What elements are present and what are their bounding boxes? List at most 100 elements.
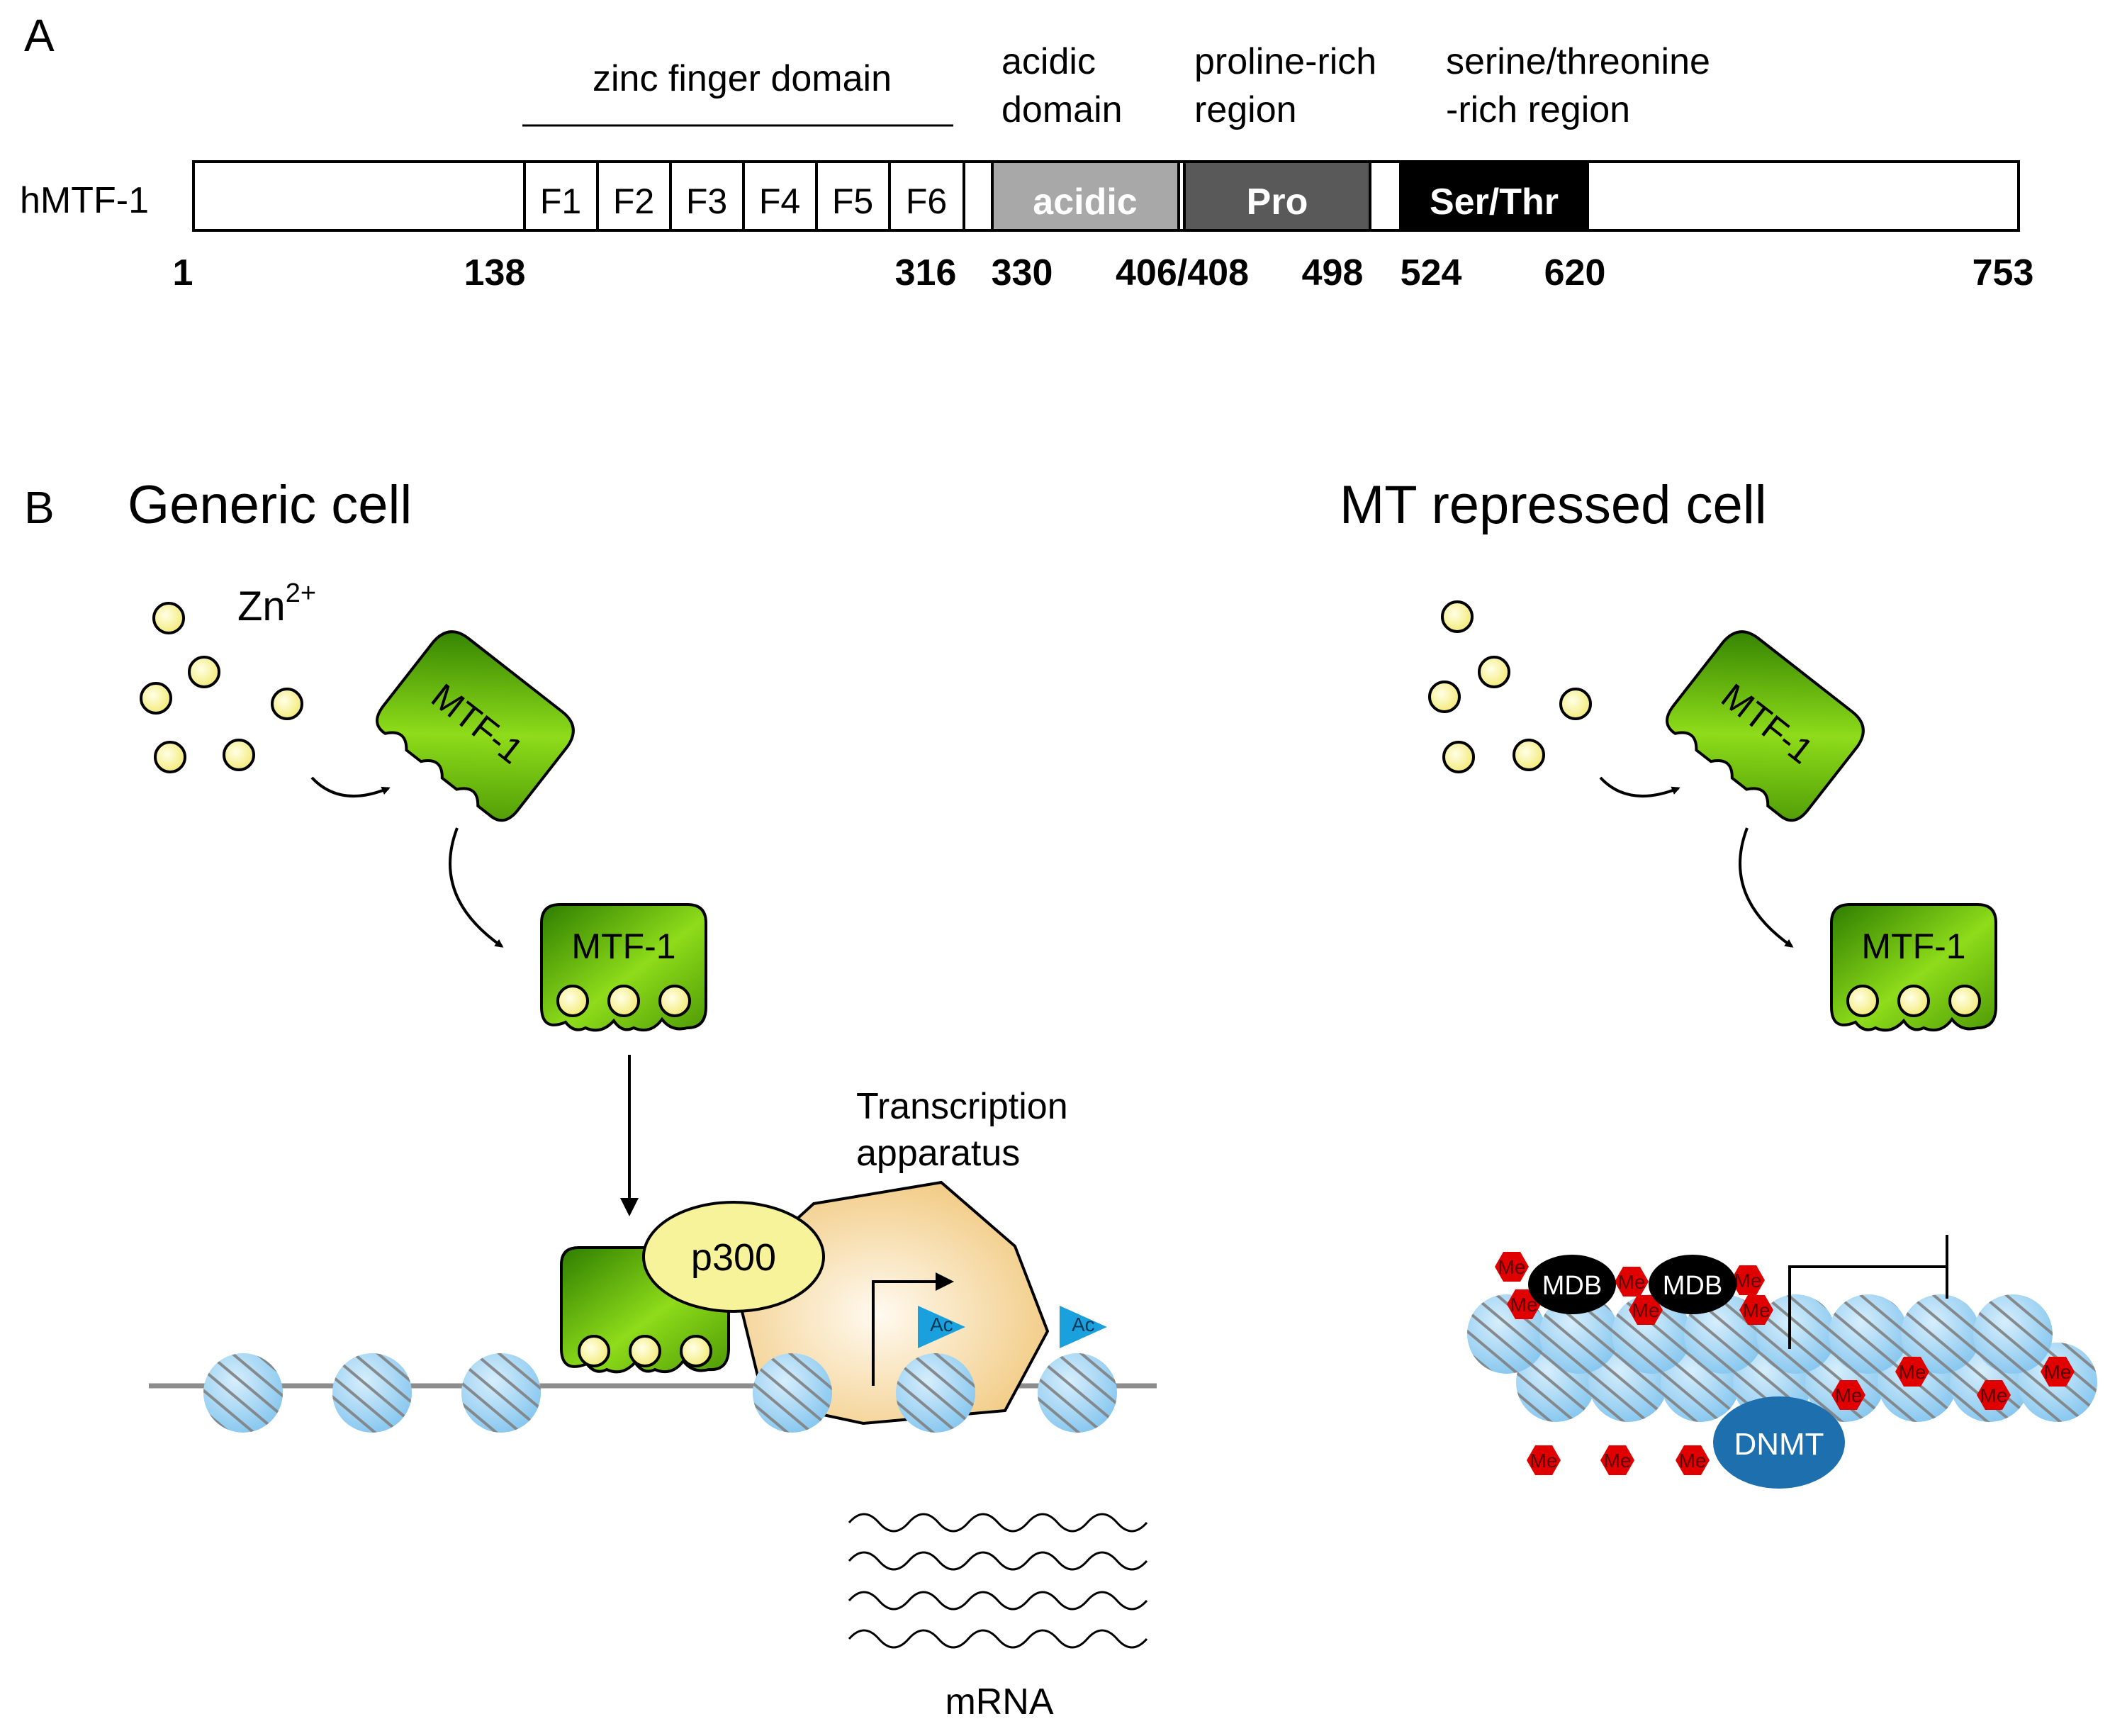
mrna-wave: [848, 1591, 1148, 1611]
proline-domain-box: [1183, 160, 1371, 232]
bound-zinc-ion: [607, 985, 640, 1017]
methyl-mark: Me: [2041, 1357, 2075, 1387]
mtf1-activated: MTF-1: [1830, 903, 1997, 1032]
mdb-label: MDB: [1542, 1271, 1602, 1301]
finger-box-f1: [523, 160, 599, 232]
blocked-transcription-start: [1788, 1235, 1948, 1349]
bound-zinc-ion: [578, 1335, 610, 1367]
zinc-ion: [1559, 688, 1592, 720]
panel-b-letter: B: [24, 482, 55, 533]
p300-label: p300: [691, 1236, 776, 1279]
panel-b: B Generic cell MT repressed cell Zn2+ MT…: [24, 475, 2097, 1723]
methyl-mark: Me: [1495, 1252, 1529, 1282]
position-1: 1: [173, 252, 193, 293]
serthr-domain-label: Ser/Thr: [1430, 181, 1559, 223]
panel-a: A zinc finger domain acidic domain proli…: [20, 10, 2033, 293]
bound-zinc-ion: [680, 1335, 712, 1367]
mrna-wave: [848, 1513, 1148, 1533]
svg-text:Me: Me: [1899, 1361, 1926, 1383]
repressed-cell: MTF-1 MTF-1: [1428, 600, 2097, 1489]
svg-text:Me: Me: [1679, 1450, 1707, 1472]
methyl-mark: Me: [1977, 1380, 2011, 1410]
acidic-domain-header: acidic domain: [1001, 41, 1123, 130]
mtf1-activated: MTF-1: [540, 903, 707, 1032]
transcription-start-arrow: [872, 1272, 954, 1386]
mrna-transcripts: [848, 1513, 1148, 1649]
mrna-label: mRNA: [945, 1681, 1053, 1723]
finger-label-f5: F5: [832, 181, 873, 221]
panel-a-letter: A: [24, 10, 55, 61]
finger-label-f3: F3: [686, 181, 727, 221]
finger-label-f4: F4: [759, 181, 800, 221]
position-406-408: 406/408: [1116, 252, 1249, 293]
zinc-ion: [1428, 681, 1461, 713]
mrna-wave: [848, 1551, 1148, 1571]
free-zinc-ions: [140, 602, 303, 773]
svg-text:Me: Me: [1980, 1384, 2008, 1406]
zinc-ion: [1513, 739, 1545, 771]
acetyl-label: Ac: [930, 1314, 953, 1335]
repressed-cell-title: MT repressed cell: [1340, 475, 1767, 535]
p300-coactivator: [642, 1201, 825, 1313]
zinc-finger-boxes: F1 F2 F3 F4 F5 F6: [523, 160, 965, 232]
free-zinc-ions: [1428, 600, 1592, 773]
nucleosome: [332, 1353, 412, 1433]
zinc-ion: [271, 688, 303, 720]
nucleosomes-active: [203, 1353, 1117, 1433]
zinc-ion: [154, 741, 186, 773]
nucleosome: [753, 1353, 832, 1433]
proline-rich-header: proline-rich region: [1194, 41, 1387, 130]
mdb-label: MDB: [1663, 1271, 1722, 1301]
bound-zinc-ion: [1897, 985, 1930, 1017]
activation-arrow: [1739, 827, 1794, 948]
zinc-ion: [223, 739, 255, 771]
proline-domain-label: Pro: [1247, 181, 1308, 223]
acidic-domain-box: [991, 160, 1180, 232]
svg-text:Me: Me: [1604, 1450, 1632, 1472]
serthr-domain-box: [1399, 160, 1589, 232]
methyl-mark: Me: [1676, 1445, 1710, 1475]
acetyl-mark: Ac: [1060, 1306, 1107, 1348]
position-330: 330: [992, 252, 1053, 293]
mtf1-activated-label: MTF-1: [1861, 926, 1965, 966]
zinc-binding-arrow: [1599, 776, 1680, 798]
position-138: 138: [464, 252, 526, 293]
zinc-ion: [188, 656, 220, 688]
nucleosome: [461, 1353, 541, 1433]
dnmt-enzyme: [1713, 1396, 1845, 1489]
methyl-mark: Me: [1895, 1357, 1929, 1387]
mdb-protein: [1649, 1255, 1736, 1314]
methyl-mark: Me: [1739, 1295, 1773, 1325]
methyl-mark: Me: [1527, 1445, 1561, 1475]
svg-text:Me: Me: [1618, 1271, 1646, 1293]
serine-threonine-header: serine/threonine -rich region: [1446, 41, 1720, 130]
methyl-mark: Me: [1615, 1267, 1649, 1297]
svg-text:Me: Me: [1530, 1450, 1558, 1472]
bound-zinc-ion: [629, 1335, 661, 1367]
nucleosome: [896, 1353, 975, 1433]
position-524: 524: [1401, 252, 1462, 293]
mtf1-unbound: MTF-1: [1666, 630, 1865, 822]
zinc-ion: [1442, 741, 1475, 773]
bound-zinc-ion: [1846, 985, 1879, 1017]
svg-text:Me: Me: [1632, 1299, 1660, 1321]
methyl-mark: Me: [1731, 1265, 1765, 1295]
mrna-wave: [848, 1629, 1148, 1649]
dnmt-label: DNMT: [1734, 1427, 1824, 1462]
methyl-mark: Me: [1831, 1380, 1865, 1410]
svg-text:Me: Me: [1498, 1256, 1526, 1278]
nucleosome: [1756, 1294, 1836, 1374]
zinc-binding-arrow: [310, 776, 391, 798]
position-labels: 1 138 316 330 406/408 498 524 620 753: [173, 252, 2034, 293]
nucleosome: [1829, 1294, 1908, 1374]
zinc-ion: [1478, 656, 1510, 688]
mtf1-activated-label: MTF-1: [571, 926, 675, 966]
zinc-ion: [1441, 600, 1474, 633]
methyl-marks: Me Me Me Me Me Me Me Me Me Me Me Me Me: [1495, 1252, 2075, 1475]
bound-zinc-ion: [1948, 985, 1981, 1017]
svg-text:Me: Me: [1835, 1384, 1863, 1406]
position-620: 620: [1544, 252, 1606, 293]
nucleosome: [1973, 1294, 2053, 1374]
protein-label-hmtf1: hMTF-1: [20, 180, 149, 221]
